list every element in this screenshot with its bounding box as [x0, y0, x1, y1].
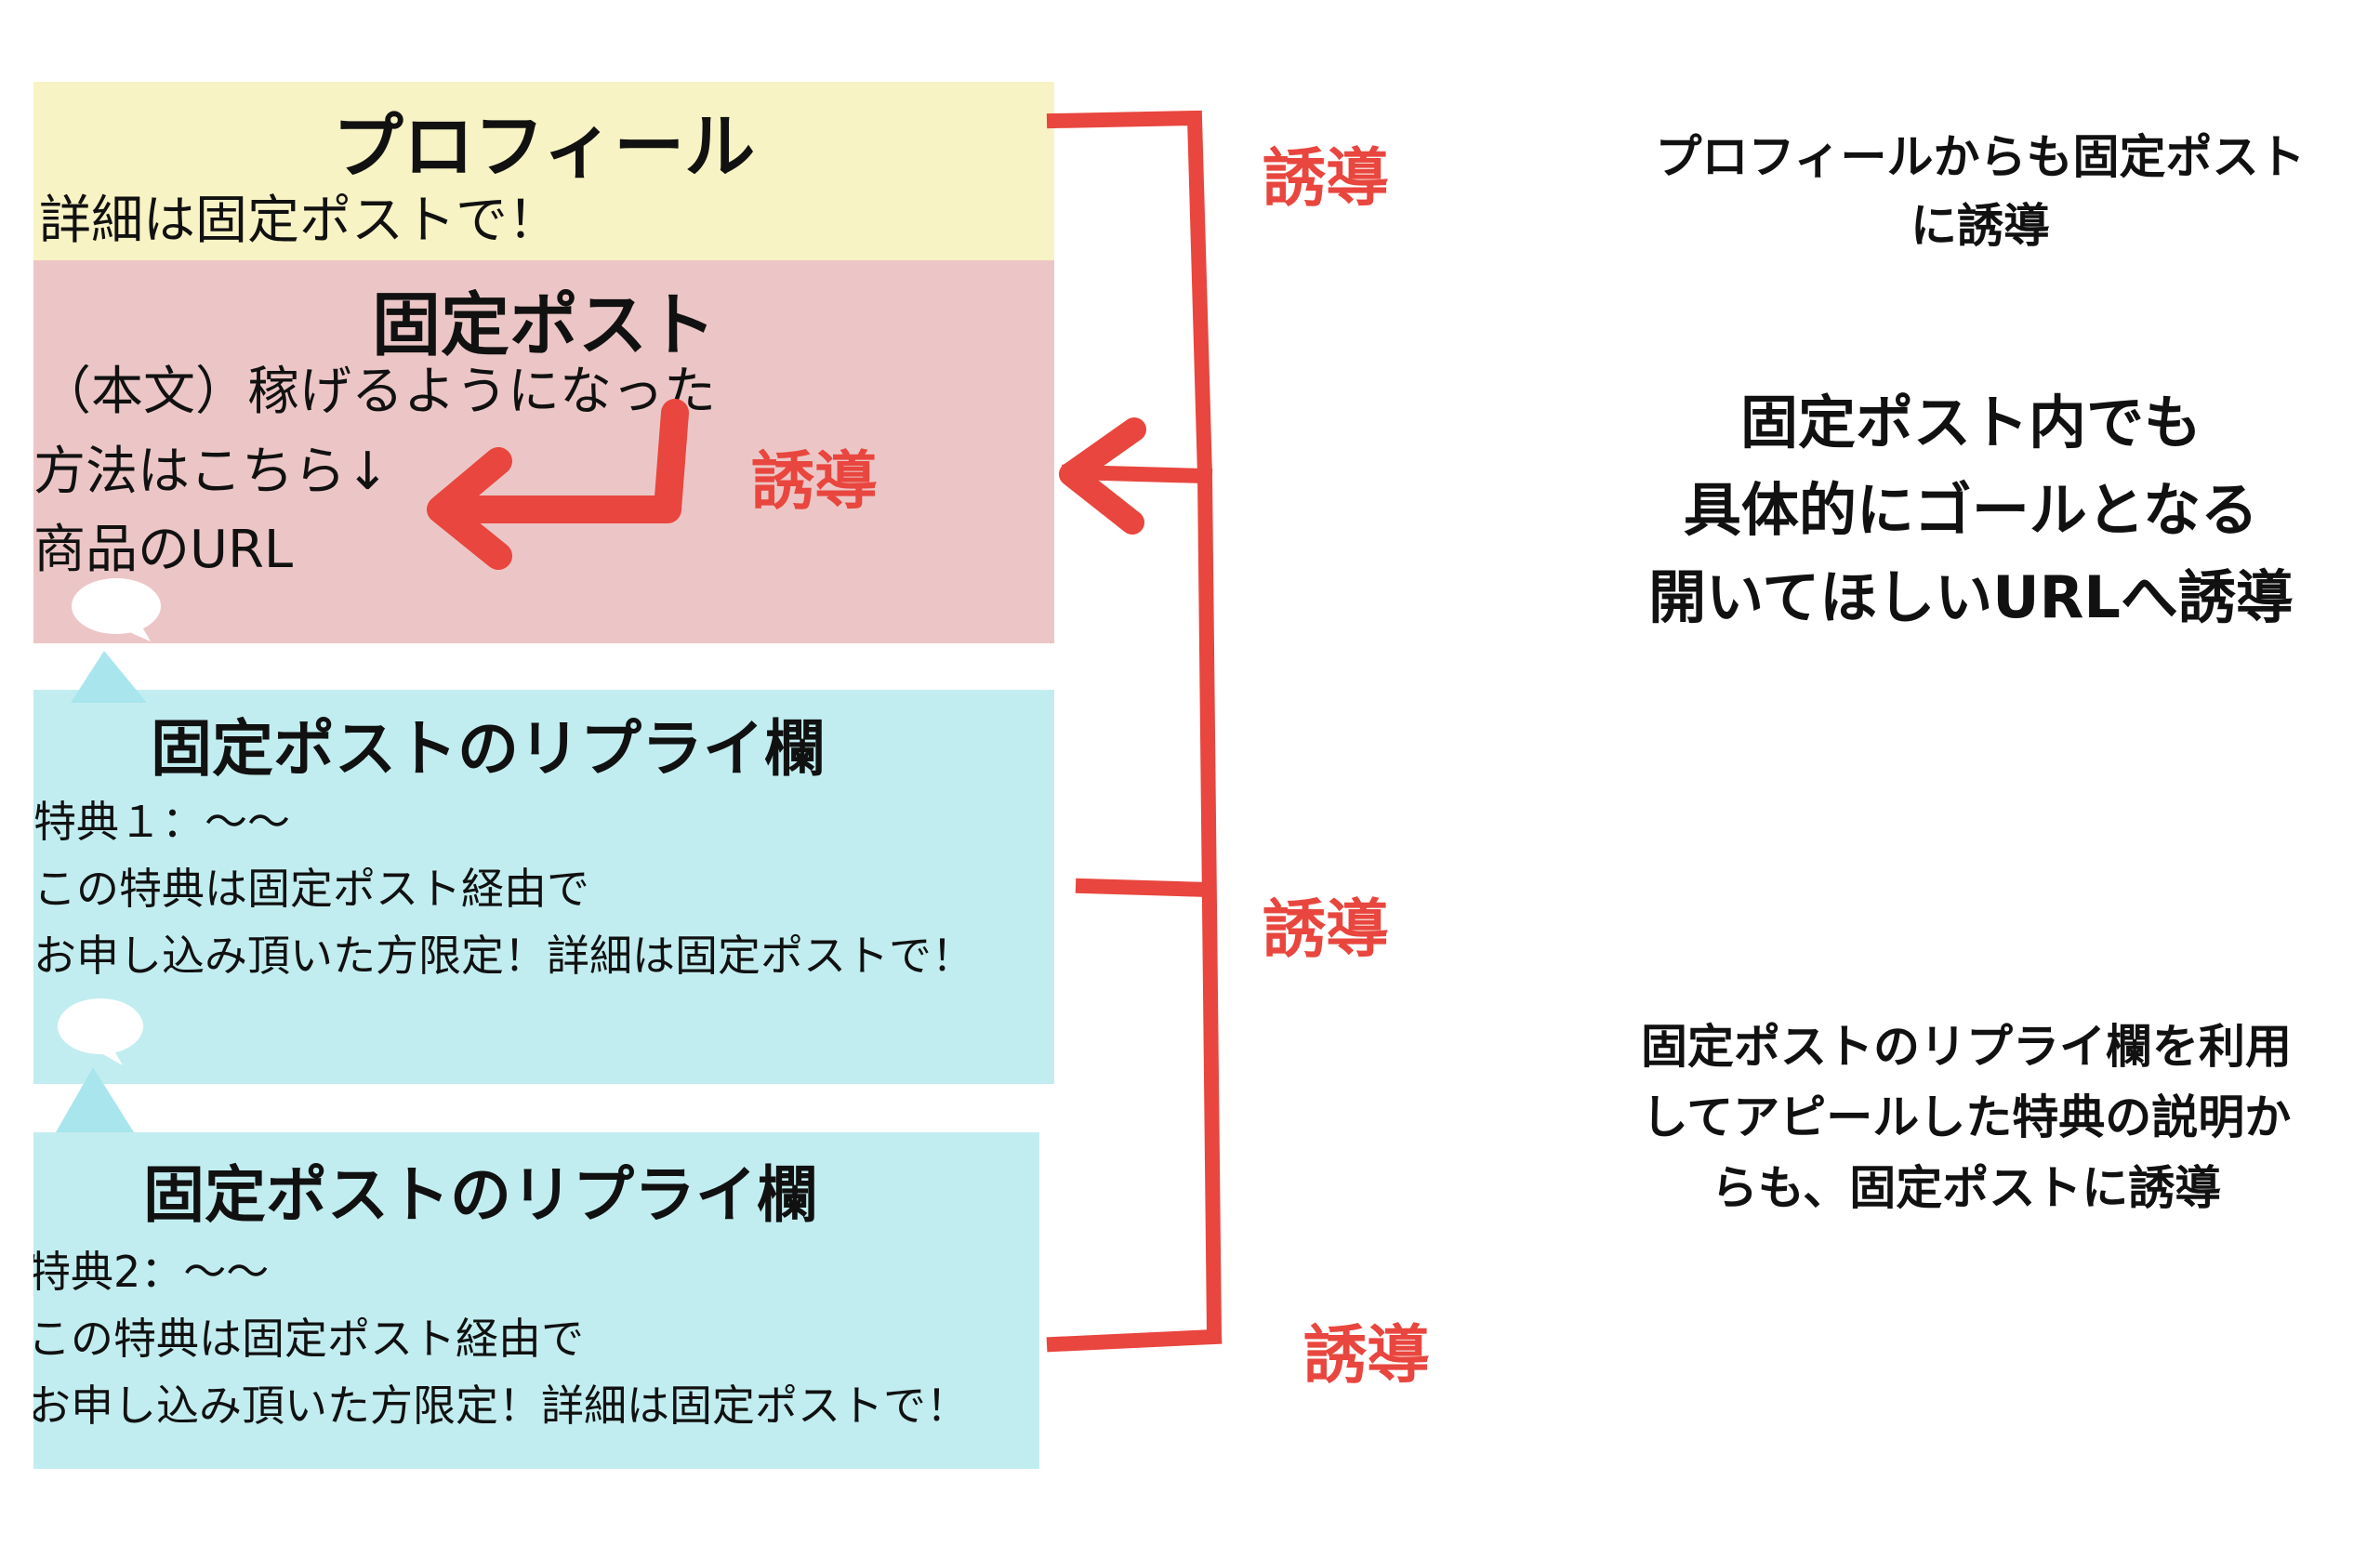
speech-bubble-icon [56, 998, 143, 1132]
arrow-left-icon [1059, 417, 1146, 535]
pinned-post-inner-label: 誘導 [751, 445, 879, 519]
reply-2-line-2: この特典は固定ポスト経由で [33, 1314, 584, 1364]
reply-2-line-3: お申し込み頂いた方限定！詳細は固定ポストで！ [33, 1381, 969, 1431]
pinned-post-box: 固定ポスト （本文）稼げるようになった 方法はこちら↓ 商品のURL 誘導 [33, 260, 1054, 643]
reply-1-line-1: 特典１：〜〜 [33, 797, 290, 847]
reply-box-2: 固定ポストのリプライ欄 特典2：〜〜 この特典は固定ポスト経由で お申し込み頂い… [33, 1132, 1039, 1469]
arrow-left-icon [427, 399, 689, 570]
guide-label-3: 誘導 [1303, 1319, 1431, 1393]
guide-label-1: 誘導 [1263, 142, 1390, 216]
profile-box: プロフィール 詳細は固定ポストで！ [33, 82, 1054, 260]
reply-box-1: 固定ポストのリプライ欄 特典１：〜〜 この特典は固定ポスト経由で お申し込み頂い… [33, 690, 1054, 1084]
reply-1-line-2: この特典は固定ポスト経由で [33, 864, 589, 914]
reply-2-title: 固定ポストのリプライ欄 [143, 1159, 818, 1231]
note-profile: プロフィールからも固定ポスト に誘導 [1655, 130, 2306, 253]
reply-1-title: 固定ポストのリプライ欄 [151, 713, 826, 785]
profile-line: 詳細は固定ポストで！ [39, 191, 560, 251]
reply-2-line-1: 特典2：〜〜 [33, 1247, 270, 1297]
profile-title: プロフィール [332, 105, 756, 188]
reply-1-line-3: お申し込み頂いた方限定！詳細は固定ポストで！ [33, 931, 974, 981]
pinned-post-line-3: 商品のURL [33, 520, 294, 580]
bracket-connector [1046, 110, 1223, 1353]
note-pinned-post: 固定ポスト内でも 具体的にゴールとなる 開いてほしいURLへ誘導 [1648, 389, 2294, 631]
pinned-post-title: 固定ポスト [372, 285, 716, 365]
note-reply: 固定ポストのリプライ欄を利用 してアピールした特典の説明か らも、固定ポストに誘… [1641, 1020, 2292, 1215]
pinned-post-line-1: （本文）稼げるようになった [39, 362, 716, 422]
pinned-post-line-2: 方法はこちら↓ [33, 442, 390, 502]
guide-label-2: 誘導 [1263, 893, 1390, 967]
speech-bubble-icon [71, 578, 161, 703]
